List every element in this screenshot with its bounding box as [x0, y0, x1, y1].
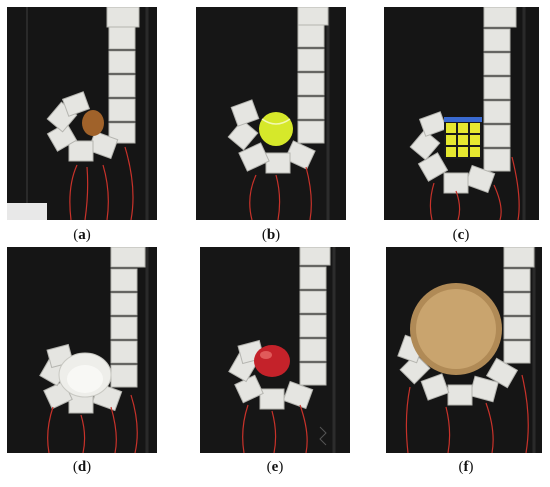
rubik-cube-object: [444, 117, 482, 159]
tennis-ball-object: [259, 112, 293, 146]
panel-f-photo: [386, 247, 542, 453]
panel-b-caption: (b): [261, 227, 281, 243]
panel-a-caption: (a): [73, 227, 91, 243]
panel-e-caption: (e): [266, 459, 284, 475]
panel-c-photo: [384, 7, 539, 220]
apple-object: [254, 345, 290, 377]
tin-lid-object: [410, 283, 502, 375]
panel-e-photo: [200, 247, 350, 453]
egg-object: [82, 110, 104, 136]
panel-f-caption: (f): [458, 459, 474, 475]
panel-a-photo: [7, 7, 157, 220]
panel-b-photo: [196, 7, 346, 220]
panel-c-caption: (c): [452, 227, 470, 243]
bowl-object: [58, 352, 112, 398]
panel-d-caption: (d): [72, 459, 92, 475]
panel-d-photo: [7, 247, 157, 453]
